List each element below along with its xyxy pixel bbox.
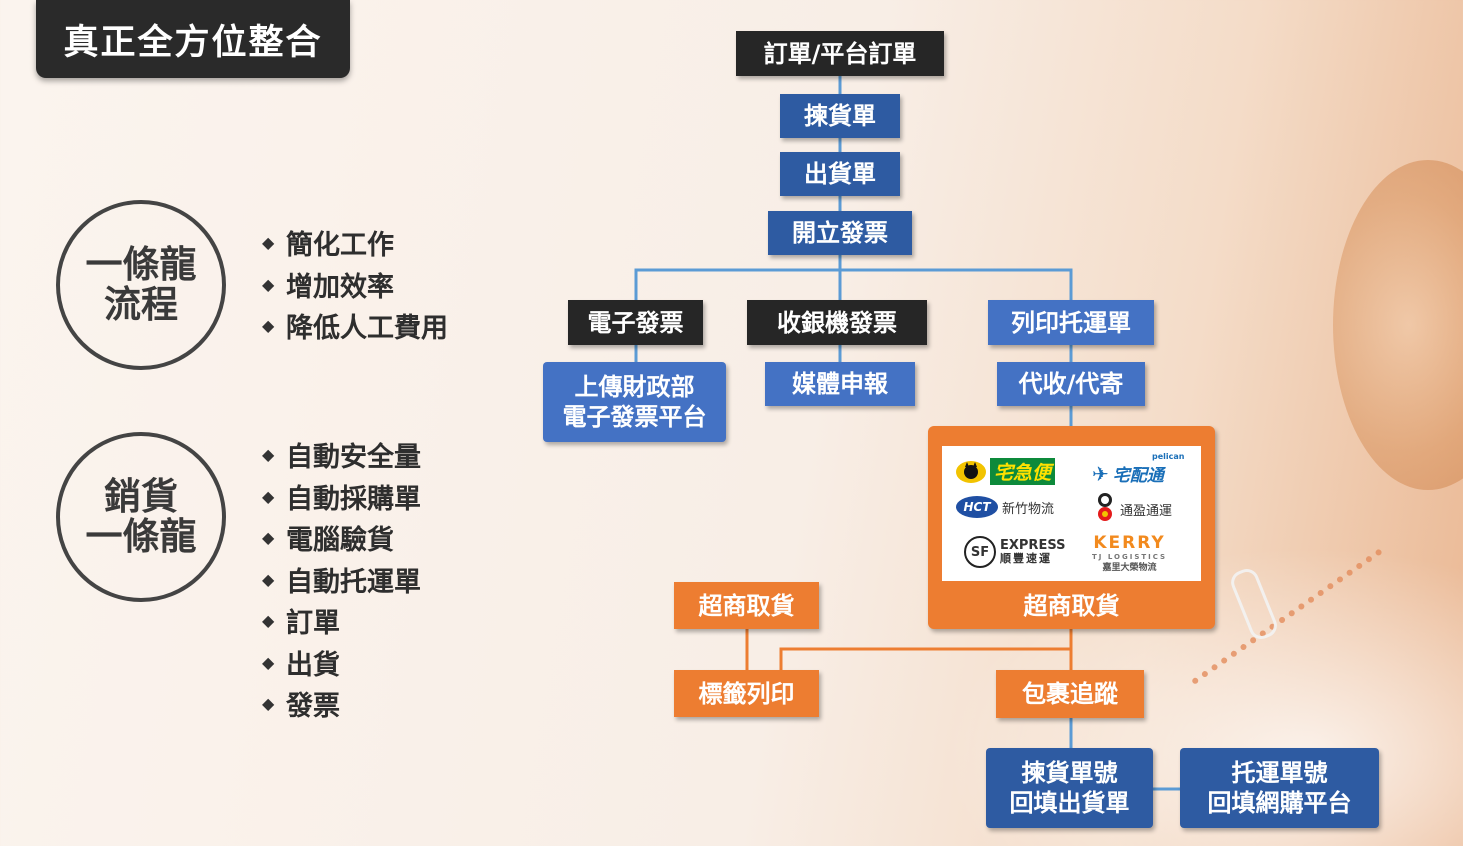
carrier-logo-tongying: 通盈通運 <box>1094 492 1172 526</box>
list-item: ◆自動採購單 <box>262 483 421 515</box>
carrier-logo-takkyubin: 宅急便 <box>956 458 1056 485</box>
box-pos-invoice: 收銀機發票 <box>747 300 927 345</box>
list-item: ◆電腦驗貨 <box>262 525 394 557</box>
carrier-panel-label: 超商取貨 <box>1023 592 1120 620</box>
diamond-bullet-icon: ◆ <box>262 694 275 714</box>
circle-line: 一條龍 <box>85 243 197 286</box>
box-order: 訂單/平台訂單 <box>736 31 944 76</box>
diamond-bullet-icon: ◆ <box>262 233 275 253</box>
circle-one-stop-process: 一條龍 流程 <box>56 200 226 370</box>
carrier-panel: 宅急便 pelican ✈ 宅配通 HCT 新竹物流 通盈通運 SF EXPRE… <box>928 426 1215 629</box>
box-picking-list: 揀貨單 <box>780 94 900 138</box>
hct-icon: HCT <box>956 496 998 518</box>
list-item: ◆發票 <box>262 691 340 723</box>
box-media-report: 媒體申報 <box>765 362 915 406</box>
sales-features-list: ◆自動安全量 ◆自動採購單 ◆電腦驗貨 ◆自動托運單 ◆訂單 ◆出貨 ◆發票 <box>262 434 421 725</box>
page-title: 真正全方位整合 <box>36 0 350 78</box>
carrier-logo-hct: HCT 新竹物流 <box>956 496 1054 518</box>
box-fill-shipping-order: 揀貨單號回填出貨單 <box>986 748 1153 828</box>
carrier-logo-kerry: KERRY TJ LOGISTICS 嘉里大榮物流 <box>1092 533 1168 573</box>
list-item: ◆自動托運單 <box>262 566 421 598</box>
diamond-bullet-icon: ◆ <box>262 445 275 465</box>
list-item: ◆訂單 <box>262 608 340 640</box>
diamond-bullet-icon: ◆ <box>262 486 275 506</box>
box-label-print: 標籤列印 <box>674 670 819 717</box>
box-cod: 代收/代寄 <box>997 362 1145 406</box>
box-print-waybill: 列印托運單 <box>988 300 1154 345</box>
circle-line: 一條龍 <box>85 515 197 558</box>
box-fill-online-platform: 托運單號回填網購平台 <box>1180 748 1379 828</box>
list-item: ◆出貨 <box>262 649 340 681</box>
diamond-bullet-icon: ◆ <box>262 569 275 589</box>
diamond-bullet-icon: ◆ <box>262 528 275 548</box>
box-upload-e-invoice-platform: 上傳財政部電子發票平台 <box>543 362 726 442</box>
box-parcel-tracking: 包裹追蹤 <box>996 670 1144 718</box>
circle-sales-one-stop: 銷貨 一條龍 <box>56 432 226 602</box>
tongying-icon <box>1094 492 1116 526</box>
circle-line: 銷貨 <box>104 475 178 518</box>
diamond-bullet-icon: ◆ <box>262 652 275 672</box>
diamond-bullet-icon: ◆ <box>262 316 275 336</box>
list-item: ◆增加效率 <box>262 271 394 303</box>
list-item: ◆自動安全量 <box>262 442 421 474</box>
carrier-logo-sf: SF EXPRESS 順豐速運 <box>964 536 1065 568</box>
list-item: ◆降低人工費用 <box>262 313 448 345</box>
diamond-bullet-icon: ◆ <box>262 274 275 294</box>
sf-icon: SF <box>964 536 996 568</box>
diamond-bullet-icon: ◆ <box>262 611 275 631</box>
carrier-logo-pelican: pelican ✈ 宅配通 <box>1092 452 1185 486</box>
pelican-icon: ✈ <box>1092 461 1109 486</box>
box-store-pickup: 超商取貨 <box>674 582 819 629</box>
box-shipping-list: 出貨單 <box>780 152 900 196</box>
black-cat-icon <box>956 460 986 483</box>
box-e-invoice: 電子發票 <box>568 300 703 345</box>
circle-line: 流程 <box>104 283 178 326</box>
kerry-icon: KERRY <box>1093 533 1166 553</box>
carrier-logo-card: 宅急便 pelican ✈ 宅配通 HCT 新竹物流 通盈通運 SF EXPRE… <box>942 446 1201 581</box>
box-issue-invoice: 開立發票 <box>768 211 912 255</box>
list-item: ◆簡化工作 <box>262 230 394 262</box>
benefits-list: ◆簡化工作 ◆增加效率 ◆降低人工費用 <box>262 222 448 347</box>
